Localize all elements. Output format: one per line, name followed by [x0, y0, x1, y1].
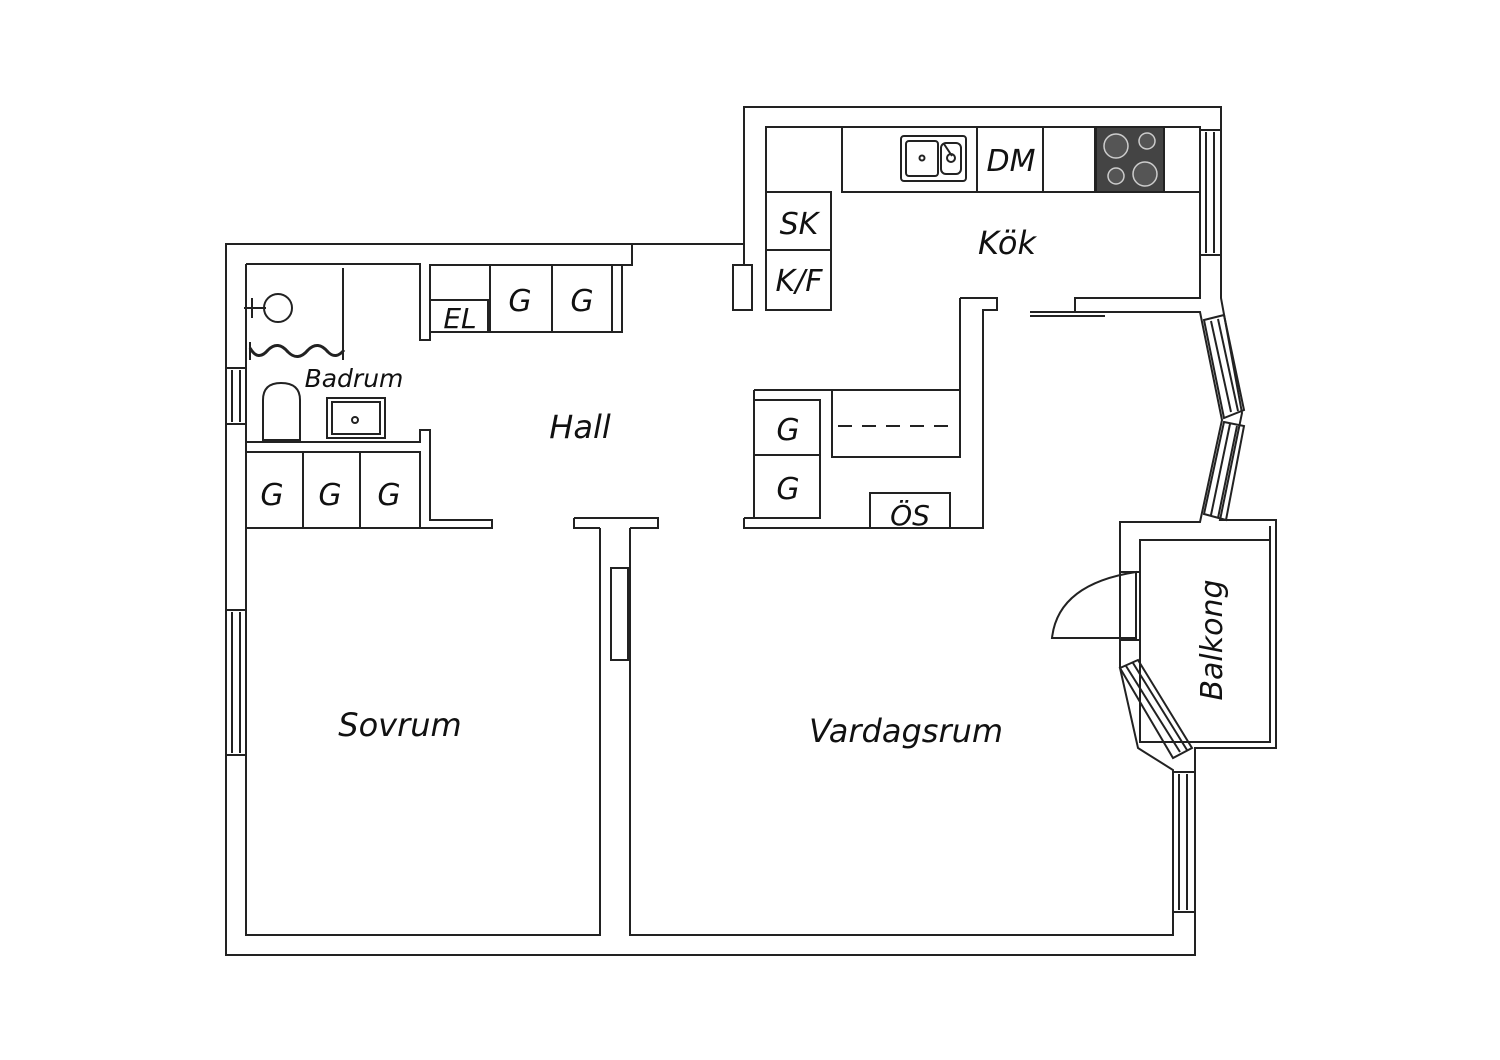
kitchen-divider-wall	[743, 297, 998, 529]
unit-label-electric: EL	[443, 302, 476, 335]
unit-label-wardrobe-2: G	[318, 478, 341, 513]
hall-wall-top	[612, 244, 633, 333]
kitchen-sink-drain	[918, 154, 926, 162]
wardrobe-box-3	[359, 451, 421, 529]
living-angled-window	[1118, 658, 1194, 760]
bedroom-window	[225, 609, 247, 756]
unit-label-wardrobe-6: G	[776, 413, 799, 448]
shower-curtain-icon	[248, 344, 346, 358]
unit-label-wardrobe-1: G	[260, 478, 283, 513]
kitchen-tap-spout	[943, 143, 953, 157]
wardrobe-box-5	[551, 264, 613, 333]
room-label-bathroom: Badrum	[305, 364, 404, 393]
kitchen-window	[1199, 129, 1222, 256]
kitchen-sink-basin-1	[905, 140, 939, 177]
room-label-bedroom: Sovrum	[338, 706, 461, 744]
bay-window-lower	[1202, 420, 1246, 522]
bathroom-window	[225, 367, 247, 425]
electric-box	[429, 299, 489, 333]
stove-icon	[1095, 126, 1165, 193]
room-label-living: Vardagsrum	[809, 712, 1003, 750]
bathroom-sink-tap-icon	[351, 416, 359, 424]
unit-label-overhead: ÖS	[890, 498, 930, 532]
partition-door-frame	[610, 567, 629, 661]
shower-head-icon	[263, 293, 293, 323]
room-label-kitchen: Kök	[978, 224, 1037, 262]
unit-label-wardrobe-4: G	[508, 284, 531, 319]
shower-valve-icon	[244, 298, 266, 318]
unit-label-dishwasher: DM	[987, 144, 1036, 179]
room-label-hall: Hall	[549, 408, 611, 446]
balcony-door-frame	[1120, 571, 1140, 641]
overhead-box	[869, 492, 951, 529]
unit-label-wardrobe-7: G	[776, 472, 799, 507]
room-label-balcony: Balkong	[1195, 579, 1230, 700]
fridge-box	[765, 249, 832, 311]
toilet-icon	[262, 381, 301, 441]
counter-dividers	[976, 127, 1165, 192]
outer-wall-outline	[225, 106, 1277, 956]
counter-cabinet	[831, 389, 961, 458]
partition-wall	[573, 517, 659, 529]
unit-label-cabinet: SK	[780, 207, 821, 242]
wardrobe-box-7	[753, 454, 821, 519]
kitchen-left-wall	[732, 244, 753, 311]
unit-label-wardrobe-5: G	[570, 284, 593, 319]
bathroom-sink-basin	[331, 401, 381, 435]
kitchen-sink-basin-2	[940, 142, 962, 175]
inner-wall-outline-left	[245, 263, 601, 936]
bathroom-sink-icon	[326, 397, 386, 439]
bay-window-upper	[1202, 313, 1246, 420]
unit-label-wardrobe-3: G	[377, 478, 400, 513]
kitchen-sink-icon	[900, 135, 967, 182]
unit-label-fridge: K/F	[775, 264, 823, 299]
balcony-door-icon	[1050, 570, 1137, 639]
living-window	[1172, 771, 1196, 913]
kitchen-open-rail	[1030, 311, 1105, 317]
